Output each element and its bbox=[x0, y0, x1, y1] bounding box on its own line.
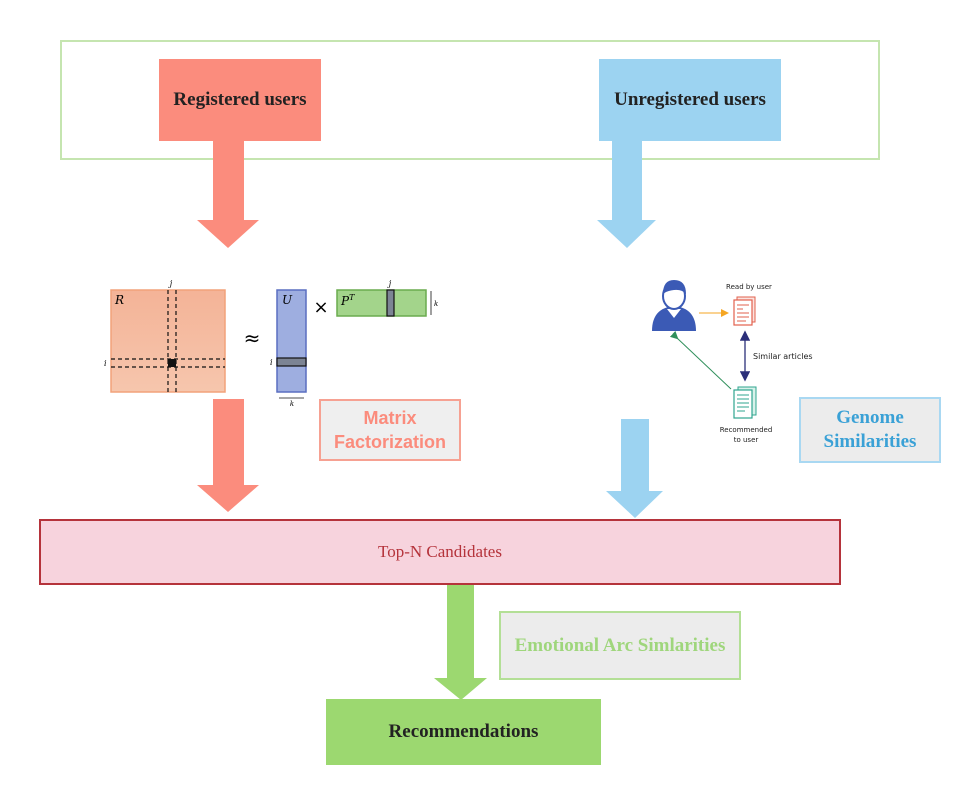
document-icon-recommended bbox=[733, 386, 757, 419]
registered-users-box: Registered users bbox=[159, 59, 321, 141]
mf-to-candidates-arrow bbox=[197, 399, 259, 512]
u-index-k: k bbox=[290, 400, 294, 408]
candidates-to-recommendations-arrow bbox=[434, 585, 487, 700]
top-n-candidates-text: Top-N Candidates bbox=[378, 542, 502, 561]
r-index-j: j bbox=[168, 279, 173, 288]
document-icon-read bbox=[733, 296, 756, 326]
u-matrix bbox=[276, 289, 307, 399]
u-symbol: U bbox=[282, 293, 293, 307]
matrix-factorization-text: Matrix Factorization bbox=[333, 408, 446, 452]
recommend-arrow bbox=[669, 330, 732, 390]
matrix-factorization-label: Matrix Factorization bbox=[319, 399, 461, 461]
top-n-candidates-box: Top-N Candidates bbox=[39, 519, 841, 585]
recommended-label-line2: to user bbox=[734, 436, 759, 444]
top-frame bbox=[60, 40, 880, 160]
genome-to-candidates-arrow bbox=[606, 419, 663, 518]
read-by-user-label: Read by user bbox=[726, 283, 772, 291]
unregistered-users-label: Unregistered users bbox=[614, 89, 766, 110]
registered-users-label: Registered users bbox=[173, 89, 307, 110]
recommendations-text: Recommendations bbox=[388, 721, 539, 742]
registered-down-arrow bbox=[197, 141, 259, 248]
recommended-label-line1: Recommended bbox=[720, 426, 773, 434]
unregistered-down-arrow bbox=[597, 141, 656, 248]
genome-similarities-text: Genome Similarities bbox=[823, 407, 917, 452]
p-symbol: PT bbox=[340, 293, 355, 308]
times-symbol: × bbox=[313, 297, 328, 318]
unregistered-users-box: Unregistered users bbox=[599, 59, 781, 141]
user-icon bbox=[652, 280, 696, 331]
emotional-arc-label: Emotional Arc Simlarities bbox=[499, 611, 741, 680]
approx-symbol: ≈ bbox=[244, 326, 261, 350]
r-symbol: R bbox=[114, 293, 124, 307]
recommendations-box: Recommendations bbox=[326, 699, 601, 765]
p-index-k: k bbox=[434, 300, 438, 308]
u-index-i: i bbox=[270, 358, 273, 367]
r-matrix bbox=[110, 289, 226, 393]
r-index-i: i bbox=[104, 359, 107, 368]
similar-articles-label: Similar articles bbox=[753, 352, 813, 361]
p-transpose-matrix bbox=[336, 289, 432, 317]
emotional-arc-text: Emotional Arc Simlarities bbox=[514, 634, 726, 656]
genome-similarities-label: Genome Similarities bbox=[799, 397, 941, 463]
p-index-j: j bbox=[387, 279, 392, 288]
